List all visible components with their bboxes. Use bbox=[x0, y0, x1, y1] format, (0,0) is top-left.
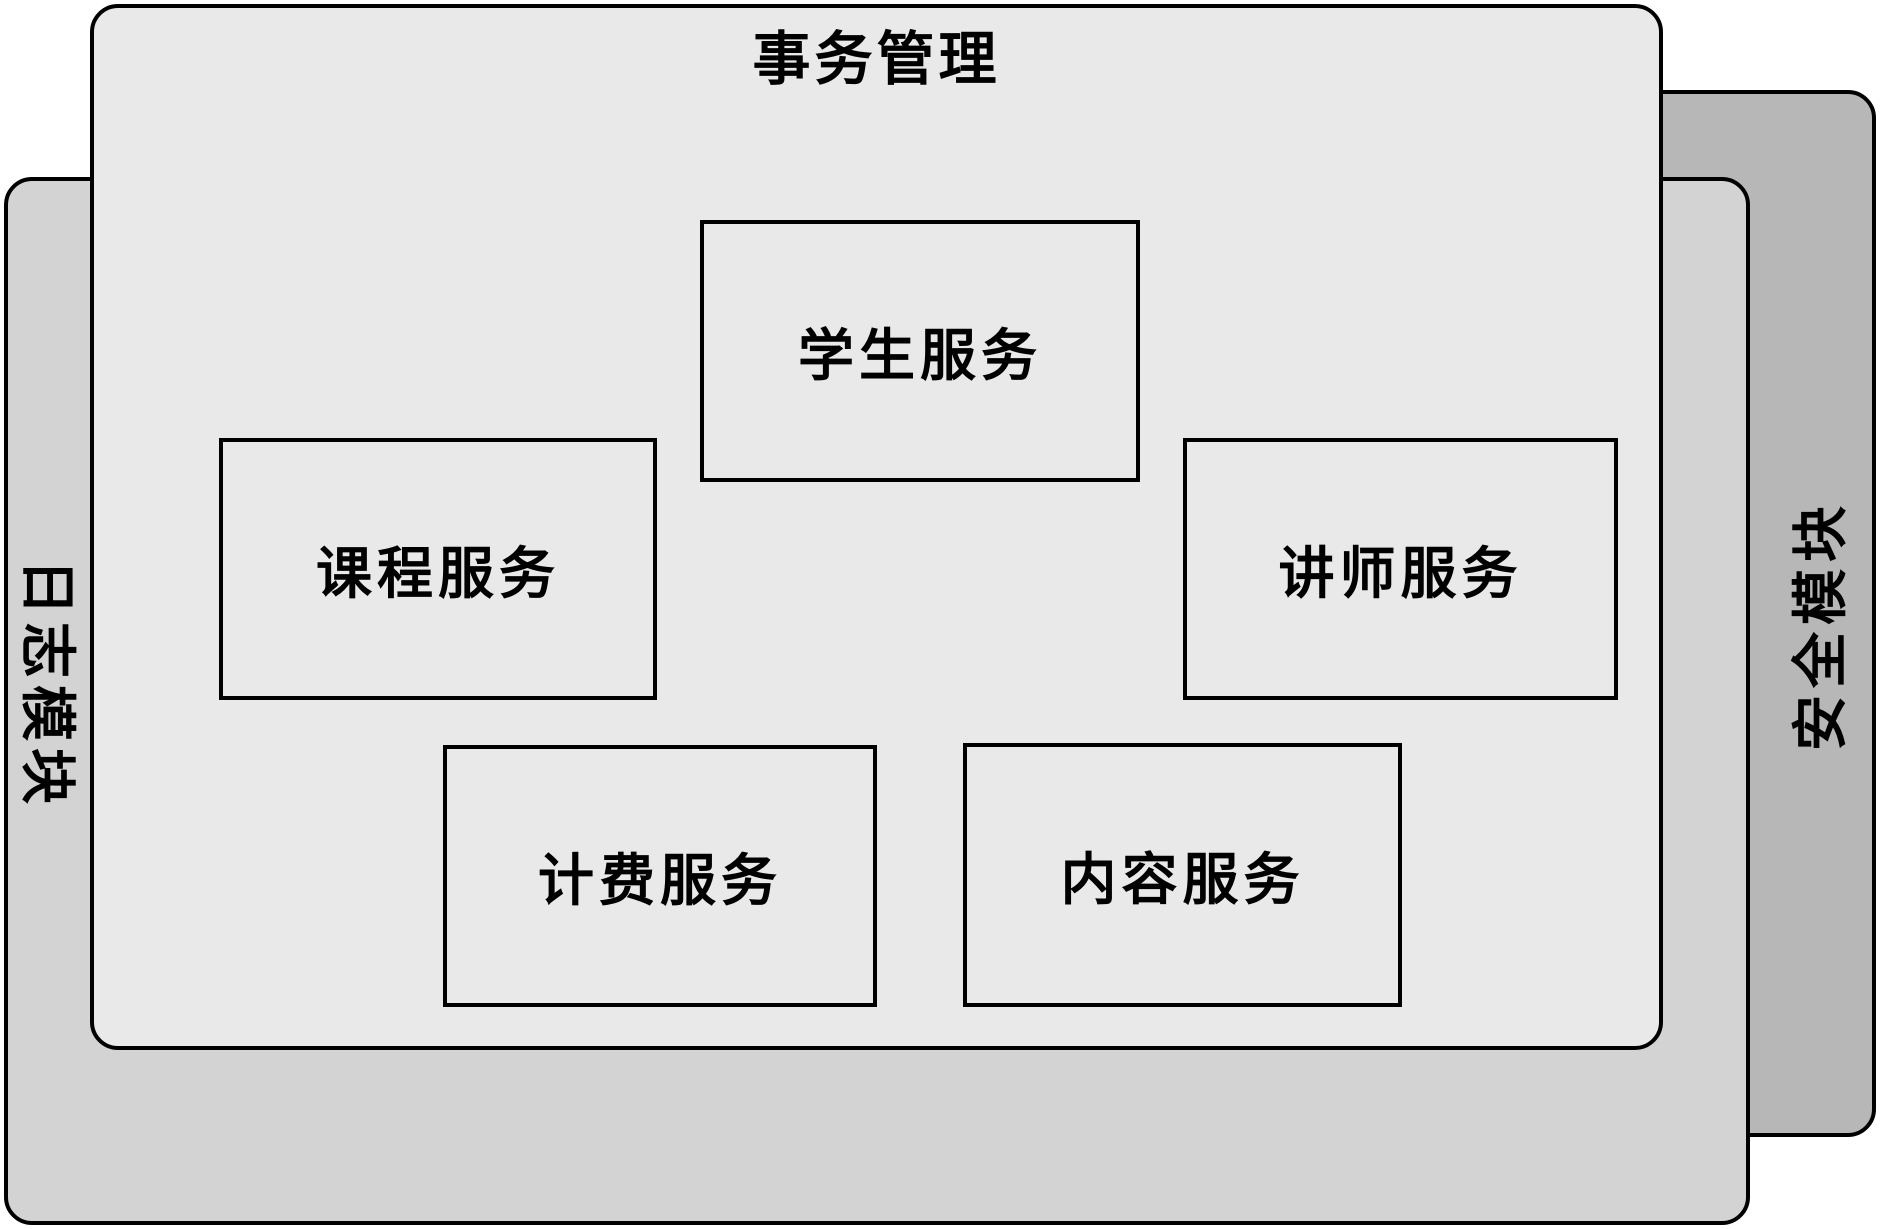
transaction-management-title: 事务管理 bbox=[752, 27, 1001, 92]
service-box-billing: 计费服务 bbox=[443, 745, 877, 1007]
service-box-lecturer: 讲师服务 bbox=[1183, 438, 1618, 700]
service-box-student: 学生服务 bbox=[700, 220, 1140, 482]
service-box-content: 内容服务 bbox=[963, 743, 1402, 1007]
service-box-course: 课程服务 bbox=[219, 438, 657, 700]
log-module-label: 日志模块 bbox=[15, 559, 77, 811]
security-module-label: 安全模块 bbox=[1791, 499, 1853, 751]
